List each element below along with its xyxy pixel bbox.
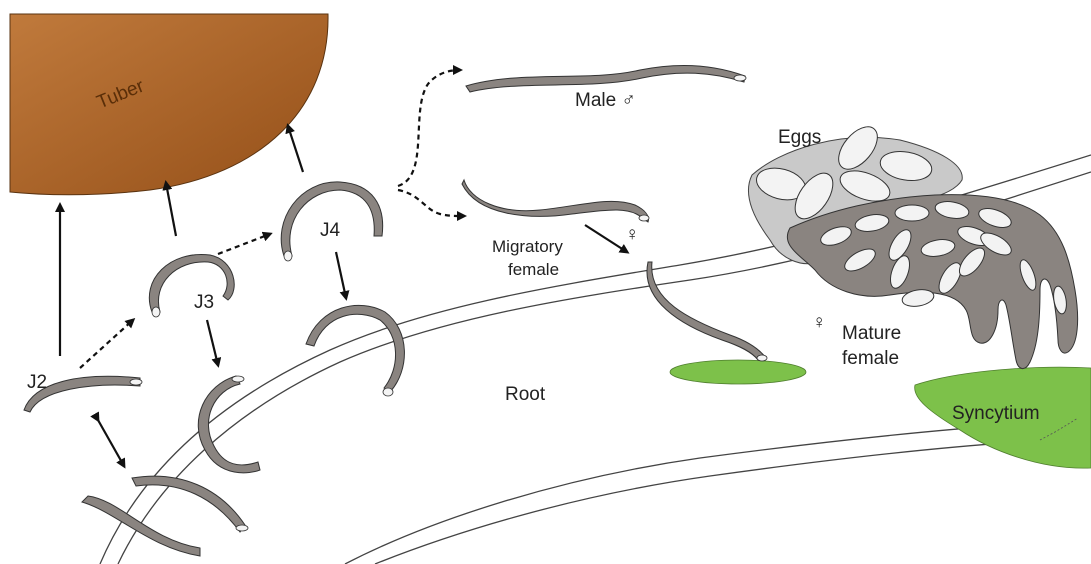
- arrow-j3-to-tuber: [166, 183, 176, 236]
- arrow-j3-down: [207, 320, 218, 365]
- tuber-shape: [10, 14, 328, 195]
- arrow-j4-to-migratory-female: [398, 190, 464, 216]
- mature-female-symbol: ♀: [812, 312, 826, 333]
- arrow-migratory-to-root: [585, 225, 627, 252]
- syncytium-label: Syncytium: [952, 403, 1040, 424]
- mature-female-label-line2: female: [842, 348, 899, 369]
- arrow-j4-to-male: [398, 70, 460, 186]
- male-label: Male ♂: [575, 90, 636, 111]
- egg: [895, 205, 929, 221]
- arrow-j2-to-j3: [80, 320, 133, 368]
- eggs-label: Eggs: [778, 127, 821, 148]
- arrow-j3-to-j4: [218, 234, 270, 254]
- arrow-j4-down: [336, 252, 346, 298]
- root-label: Root: [505, 384, 546, 405]
- j3-worm: [149, 254, 234, 317]
- j4-label: J4: [320, 220, 341, 241]
- syncytium-small: [670, 360, 806, 384]
- worm-pair-bottom: [82, 476, 248, 556]
- migratory-female-worm: [462, 180, 649, 222]
- arrow-j4-to-tuber: [288, 126, 303, 172]
- migratory-female-label-line1: Migratory: [492, 237, 563, 256]
- arrow-j2-bidirectional: [98, 420, 124, 466]
- migratory-female-symbol: ♀: [625, 224, 639, 245]
- migratory-female-label-line2: female: [508, 260, 559, 279]
- male-worm: [466, 65, 746, 92]
- j4-worm-lower: [306, 305, 404, 396]
- mature-female-label-line1: Mature: [842, 323, 901, 344]
- j3-label: J3: [194, 292, 214, 313]
- j2-label: J2: [27, 372, 47, 393]
- j3-worm-lower: [198, 376, 260, 473]
